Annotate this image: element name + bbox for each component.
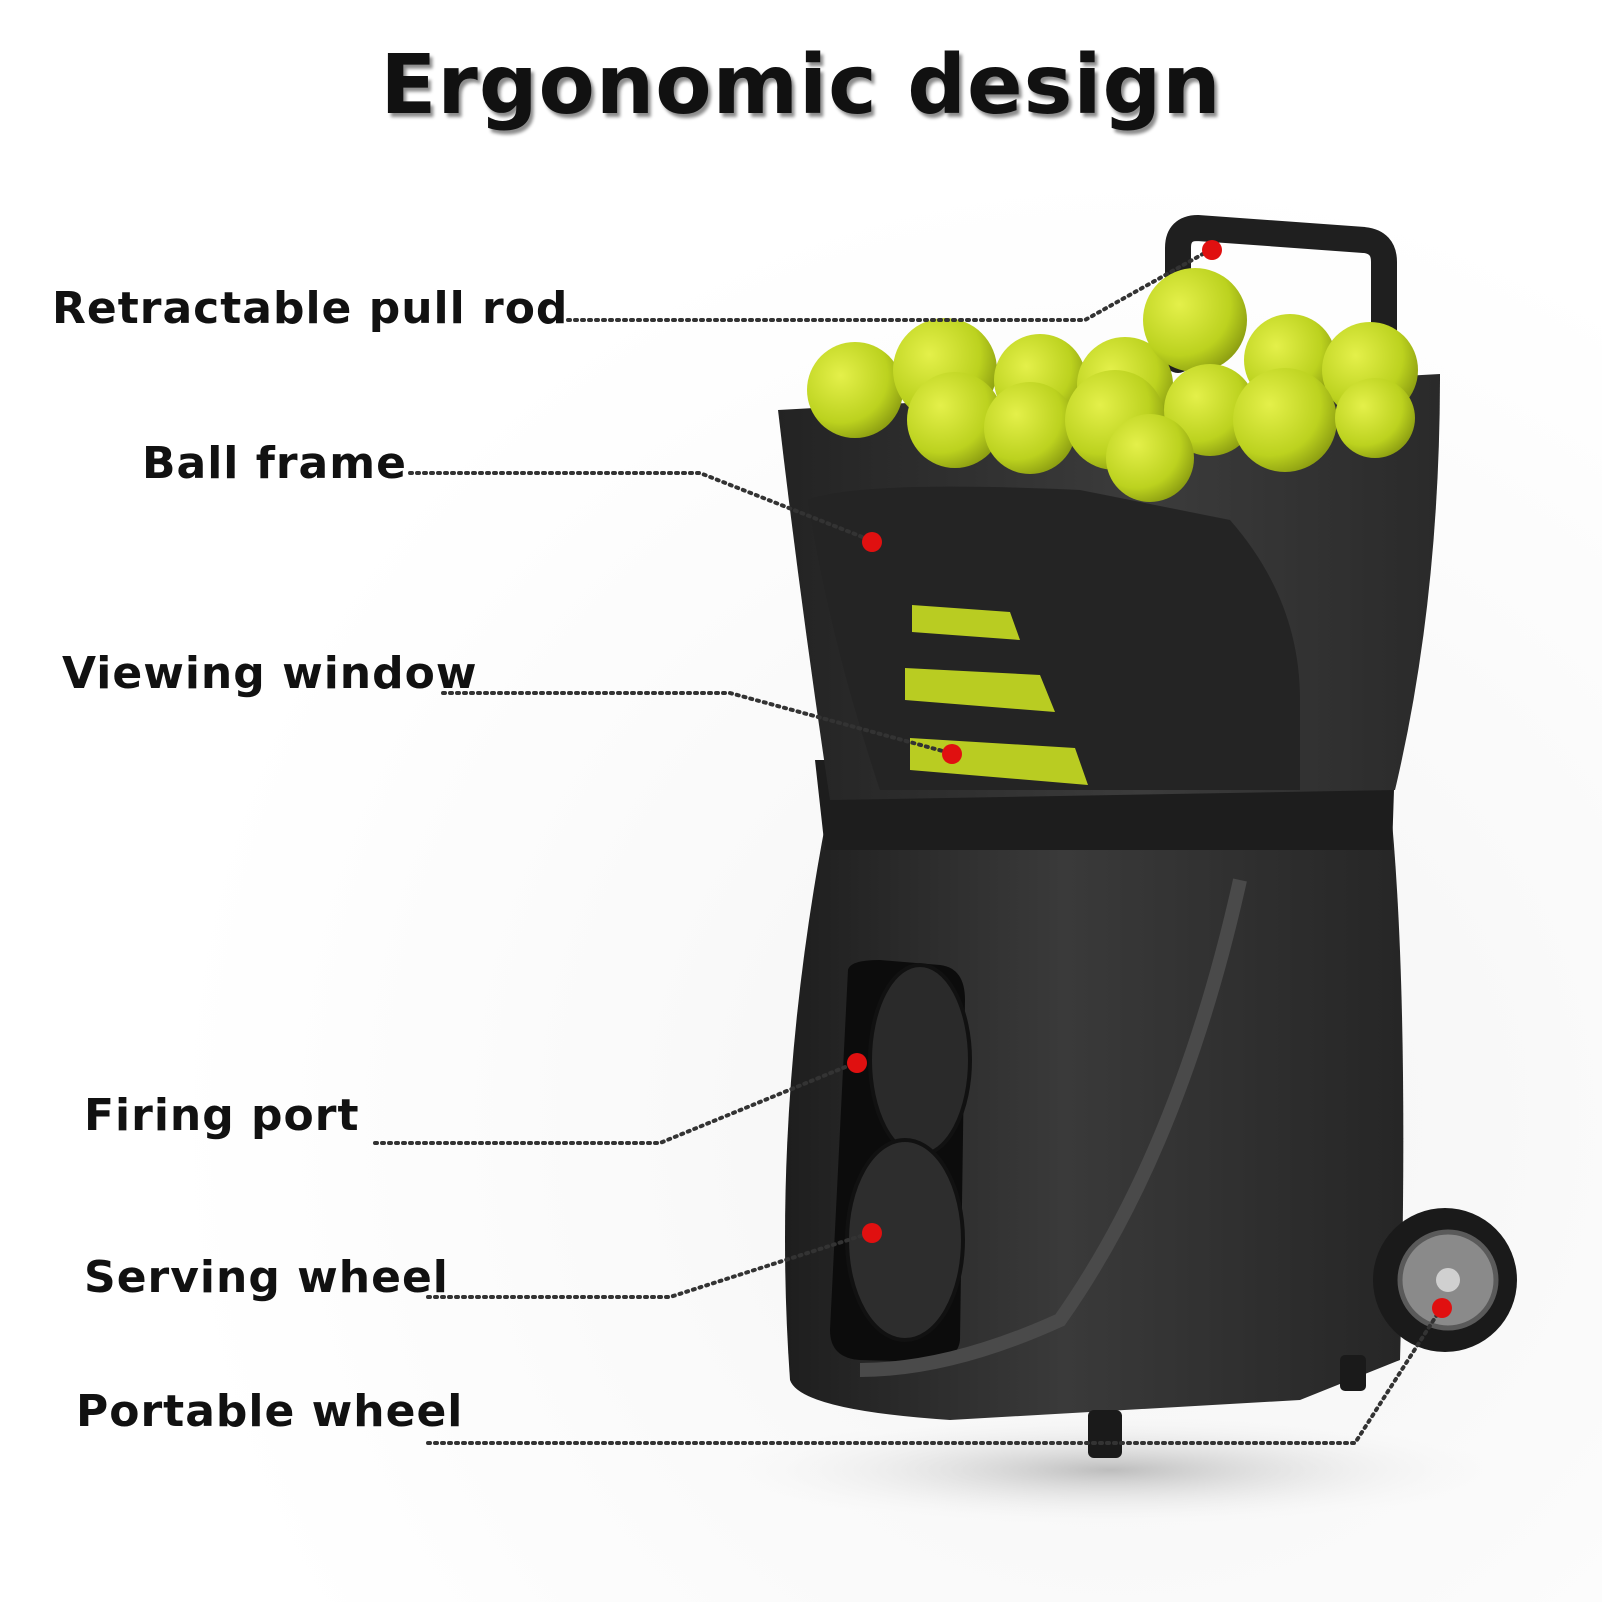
marker-dot-portable-wheel [1432, 1298, 1452, 1318]
floor-shadow [690, 1410, 1530, 1530]
pull-rod-handle [1165, 214, 1397, 393]
portable-wheel-hub [1436, 1268, 1460, 1292]
marker-dot-viewing-window [942, 744, 962, 764]
marker-dot-pull-rod [1202, 240, 1222, 260]
label-portable-wheel: Portable wheel [76, 1386, 464, 1437]
tennis-balls [807, 268, 1418, 502]
leader-line-pull-rod [566, 248, 1212, 322]
page-title: Ergonomic design [380, 38, 1222, 133]
marker-dot-ball-frame [862, 532, 882, 552]
leader-line-serving-wheel [426, 1231, 872, 1299]
label-serving-wheel: Serving wheel [84, 1252, 449, 1303]
front-foot [1088, 1410, 1122, 1458]
leader-line-portable-wheel [426, 1308, 1442, 1445]
leader-line-ball-frame [408, 471, 872, 542]
label-retractable-pull-rod: Retractable pull rod [52, 283, 569, 334]
rear-foot [1340, 1355, 1366, 1391]
marker-dot-serving-wheel [862, 1223, 882, 1243]
hopper-panel [808, 486, 1300, 790]
leader-lines [373, 248, 1442, 1445]
leader-line-firing-port [373, 1061, 857, 1145]
label-ball-frame: Ball frame [142, 438, 407, 489]
upper-serving-wheel [868, 963, 972, 1157]
leader-line-viewing-window [441, 691, 952, 755]
body-curve-highlight [859, 878, 1247, 1377]
marker-dots [847, 240, 1452, 1318]
label-viewing-window: Viewing window [62, 648, 478, 699]
lower-serving-wheel [845, 1138, 965, 1342]
marker-dot-firing-port [847, 1053, 867, 1073]
label-firing-port: Firing port [84, 1090, 360, 1141]
